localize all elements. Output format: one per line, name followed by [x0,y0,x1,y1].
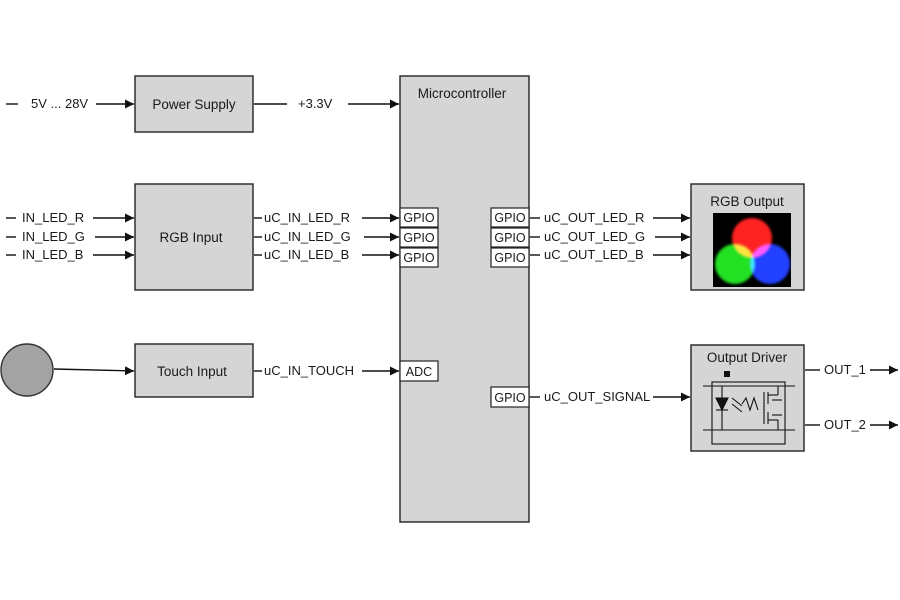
rgb-input-title: RGB Input [159,230,222,245]
uc-out-led-g-label: uC_OUT_LED_G [544,229,645,244]
optocoupler-mosfet-icon [703,371,795,445]
gpio-in-r-label: GPIO [403,211,435,225]
output-driver-title: Output Driver [707,350,788,365]
uc-in-touch-label: uC_IN_TOUCH [264,363,354,378]
gpio-in-g-label: GPIO [403,231,435,245]
in-led-r-label: IN_LED_R [22,210,84,225]
out-2-label: OUT_2 [824,417,866,432]
in-led-g-label: IN_LED_G [22,229,85,244]
touch-pad-arrow [53,366,135,376]
power-supply-title: Power Supply [152,97,236,112]
gpio-signal-label: GPIO [494,391,526,405]
gpio-out-r-pin [490,207,530,228]
adc-pin-label: ADC [406,365,432,379]
uc-in-led-g-label: uC_IN_LED_G [264,229,351,244]
touch-pad-icon [0,343,54,397]
gpio-in-b-label: GPIO [403,251,435,265]
uc-out-led-b-label: uC_OUT_LED_B [544,247,644,262]
gpio-out-b-pin [490,247,530,268]
uc-out-led-r-label: uC_OUT_LED_R [544,210,644,225]
gpio-in-b-pin [399,247,439,268]
rgb-output-title: RGB Output [710,194,784,209]
rgb-input-block [134,183,254,291]
microcontroller-title: Microcontroller [418,86,507,101]
in-led-b-label: IN_LED_B [22,247,83,262]
gpio-signal-pin [490,386,530,408]
uc-in-led-b-label: uC_IN_LED_B [264,247,349,262]
gpio-out-g-label: GPIO [494,231,526,245]
gpio-out-b-label: GPIO [494,251,526,265]
touch-input-title: Touch Input [157,364,227,379]
uc-out-signal-label: uC_OUT_SIGNAL [544,389,650,404]
adc-pin [399,360,439,382]
touch-input-block [134,343,254,398]
gpio-in-g-pin [399,227,439,248]
out-1-label: OUT_1 [824,362,866,377]
power-output-label: +3.3V [298,96,333,111]
power-input-label: 5V ... 28V [31,96,88,111]
microcontroller-block [399,75,530,523]
gpio-in-r-pin [399,207,439,228]
gpio-out-g-pin [490,227,530,248]
power-supply-block [134,75,254,133]
uc-in-led-r-label: uC_IN_LED_R [264,210,350,225]
rgb-led-icon [713,213,791,287]
gpio-out-r-label: GPIO [494,211,526,225]
